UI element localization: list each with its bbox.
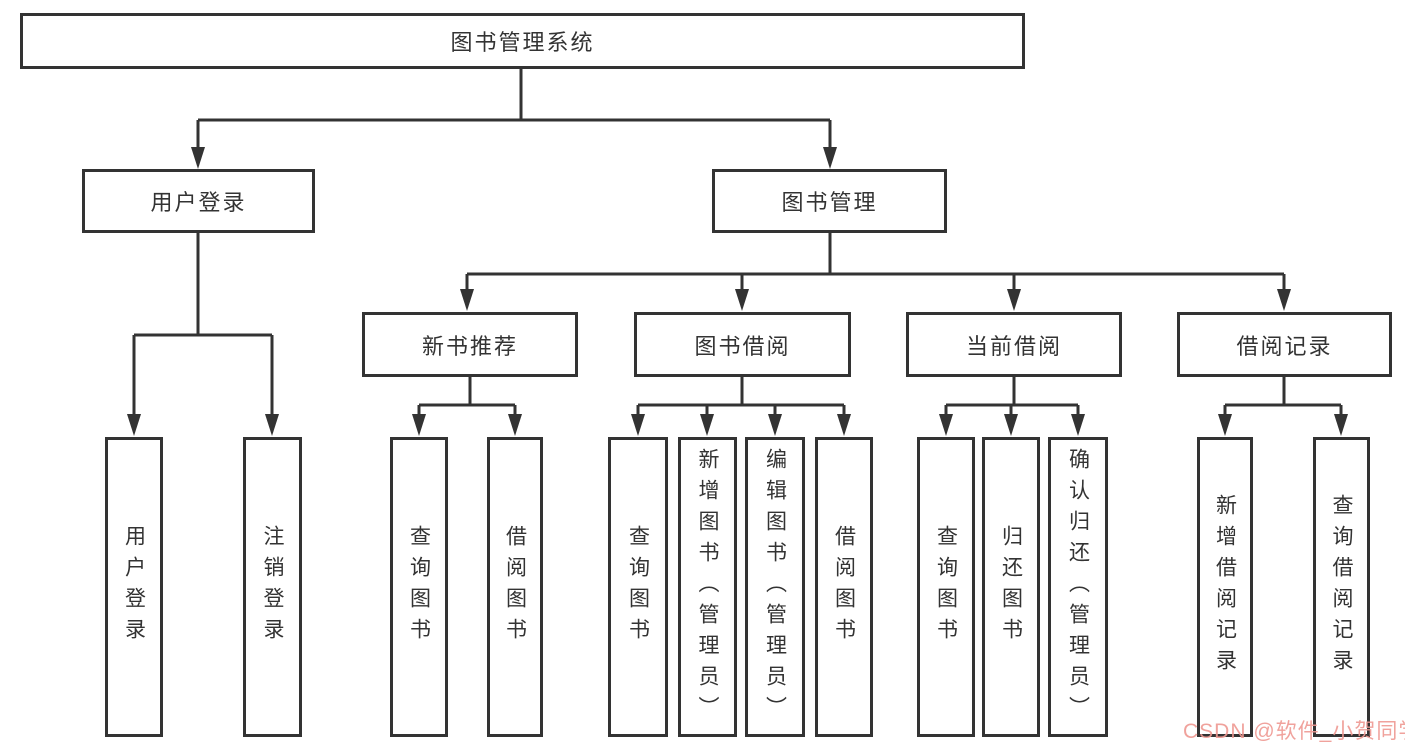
leaf-current-return-label: 归还图书: [999, 525, 1023, 649]
leaf-logout-label: 注销登录: [261, 525, 284, 649]
node-borrow-records-label: 借阅记录: [1236, 333, 1333, 359]
leaf-newbooks-borrow: 借阅图书: [487, 437, 543, 737]
node-current-borrow-label: 当前借阅: [965, 333, 1062, 359]
leaf-records-query-label: 查询借阅记录: [1330, 494, 1353, 680]
leaf-borrowing-borrow: 借阅图书: [815, 437, 873, 737]
node-borrowing-label: 图书借阅: [694, 333, 791, 359]
node-root: 图书管理系统: [20, 13, 1025, 69]
node-current-borrow: 当前借阅: [906, 312, 1122, 377]
leaf-borrowing-query-label: 查询图书: [626, 525, 650, 649]
leaf-borrowing-edit-admin: 编辑图书（管理员）: [745, 437, 805, 737]
node-book-mgmt-label: 图书管理: [781, 190, 878, 215]
leaf-records-add: 新增借阅记录: [1197, 437, 1253, 737]
node-book-mgmt: 图书管理: [712, 169, 947, 233]
leaf-borrowing-edit-admin-label: 编辑图书（管理员）: [763, 447, 787, 727]
node-new-books: 新书推荐: [362, 312, 578, 377]
leaf-borrowing-add-admin: 新增图书（管理员）: [678, 437, 737, 737]
leaf-user-login: 用户登录: [105, 437, 163, 737]
node-user-login-label: 用户登录: [150, 190, 247, 215]
leaf-current-return: 归还图书: [982, 437, 1040, 737]
leaf-user-login-label: 用户登录: [122, 525, 146, 649]
leaf-current-confirm-admin: 确认归还（管理员）: [1048, 437, 1108, 737]
leaf-newbooks-borrow-label: 借阅图书: [503, 525, 527, 649]
node-root-label: 图书管理系统: [450, 30, 595, 55]
node-borrow-records: 借阅记录: [1177, 312, 1392, 377]
leaf-current-query-label: 查询图书: [934, 525, 958, 649]
node-new-books-label: 新书推荐: [421, 333, 518, 359]
node-borrowing: 图书借阅: [634, 312, 851, 377]
leaf-newbooks-query: 查询图书: [390, 437, 448, 737]
leaf-records-add-label: 新增借阅记录: [1213, 494, 1237, 680]
node-user-login: 用户登录: [82, 169, 315, 233]
leaf-records-query: 查询借阅记录: [1313, 437, 1370, 737]
leaf-newbooks-query-label: 查询图书: [407, 525, 431, 649]
watermark-text: CSDN @软件_小贺同学: [1183, 720, 1405, 743]
arrowhead-icons: [127, 147, 1348, 436]
leaf-current-confirm-admin-label: 确认归还（管理员）: [1066, 447, 1090, 727]
leaf-borrowing-borrow-label: 借阅图书: [832, 525, 856, 649]
leaf-logout: 注销登录: [243, 437, 302, 737]
leaf-borrowing-add-admin-label: 新增图书（管理员）: [696, 447, 719, 727]
leaf-borrowing-query: 查询图书: [608, 437, 668, 737]
leaf-current-query: 查询图书: [917, 437, 975, 737]
